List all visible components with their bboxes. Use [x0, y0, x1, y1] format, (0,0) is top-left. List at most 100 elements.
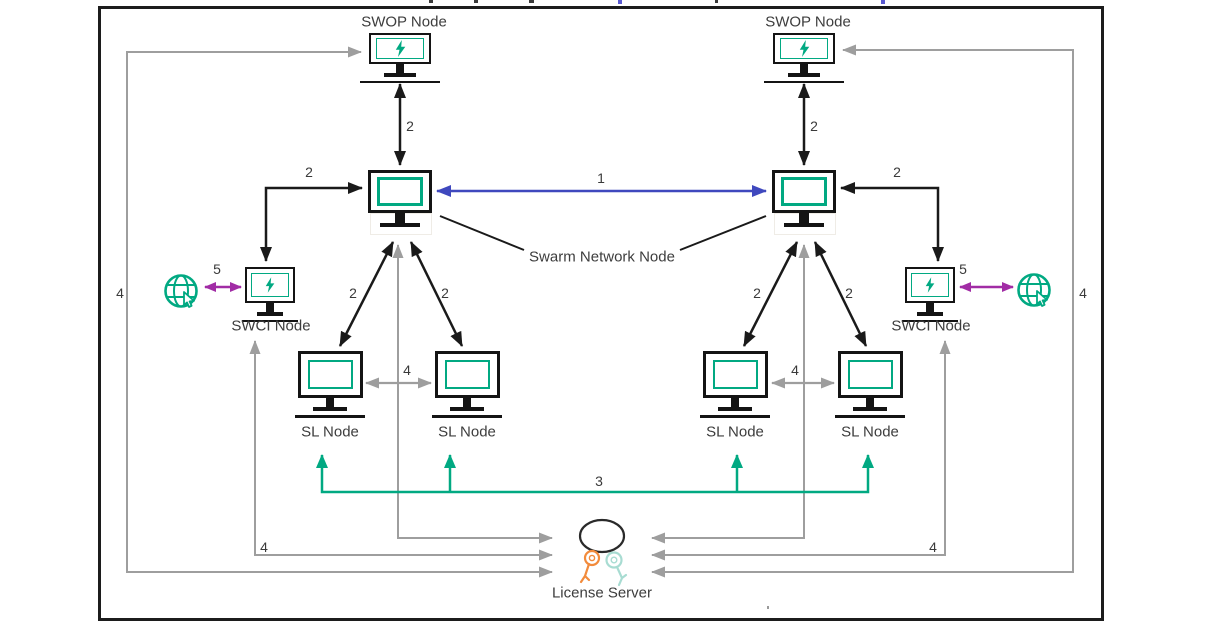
- cropped-text-fragment: [429, 0, 433, 3]
- swarm-sl2-link: [409, 241, 464, 347]
- monitor-screen: [369, 33, 431, 64]
- monitor-base: [718, 407, 752, 411]
- sl-node-2: [432, 351, 502, 418]
- swarm-label-pointer-left: [439, 215, 525, 251]
- key-ring: [578, 518, 626, 554]
- edge-label-2: 2: [406, 118, 414, 134]
- edge-label-1: 1: [597, 170, 605, 186]
- sl-node-1-label: SL Node: [301, 423, 359, 441]
- monitor-stand: [395, 213, 405, 223]
- monitor-underline: [242, 319, 298, 322]
- swci-node-left-label: SWCI Node: [231, 317, 311, 335]
- swarm-network-node-left: [368, 170, 432, 227]
- sl-node-3-label: SL Node: [706, 423, 764, 441]
- edge-label-3: 3: [595, 473, 603, 489]
- monitor-panel: [847, 360, 893, 389]
- swci-node-right: [902, 267, 958, 322]
- monitor-panel: [444, 360, 490, 389]
- edge-label-2: 2: [753, 285, 761, 301]
- edge-label-4: 4: [116, 285, 124, 301]
- edge-label-4: 4: [791, 362, 799, 378]
- sl-node-4: [835, 351, 905, 418]
- edge-label-2: 2: [441, 285, 449, 301]
- lightning-icon: [799, 40, 809, 57]
- monitor-base: [313, 407, 347, 411]
- swop-node-right: [764, 33, 844, 83]
- monitor-screen: [297, 351, 363, 398]
- license-swop-right-link: [651, 44, 1074, 578]
- monitor-screen: [773, 33, 835, 64]
- monitor-stand: [463, 398, 471, 407]
- monitor-stand: [799, 213, 809, 223]
- license-swarm-right-link: [651, 244, 810, 544]
- edge-label-4: 4: [403, 362, 411, 378]
- monitor-underline: [700, 414, 770, 418]
- pale-teal-key: [605, 551, 628, 587]
- license-server-label: License Server: [551, 584, 653, 602]
- cropped-text-fragment: [618, 0, 622, 4]
- swarm-sl3-link: [742, 241, 799, 347]
- license-swci-left-link: [249, 340, 553, 561]
- sl-node-4-label: SL Node: [841, 423, 899, 441]
- monitor-screen: [772, 170, 836, 213]
- monitor-screen: [837, 351, 903, 398]
- license-swci-right-link: [651, 340, 951, 561]
- sl-node-1: [295, 351, 365, 418]
- swci-node-left: [242, 267, 298, 322]
- swci-swarm-right-link: [840, 182, 944, 262]
- edge-label-5: 5: [213, 261, 221, 277]
- swarm-sl4-link: [813, 241, 868, 347]
- edge-label-2: 2: [305, 164, 313, 180]
- cropped-text-fragment: [529, 0, 534, 3]
- internet-globe-right: [1017, 273, 1051, 307]
- monitor-stand: [731, 398, 739, 407]
- cropped-text-fragment: [881, 0, 885, 4]
- swop-node-right-label: SWOP Node: [765, 13, 851, 31]
- monitor-stand: [326, 398, 334, 407]
- monitor-panel: [376, 38, 424, 59]
- license-swarm-left-link: [392, 244, 553, 544]
- monitor-base: [384, 73, 416, 77]
- monitor-base: [784, 223, 824, 227]
- monitor-screen: [368, 170, 432, 213]
- monitor-screen: [702, 351, 768, 398]
- monitor-base: [853, 407, 887, 411]
- sl-node-3: [700, 351, 770, 418]
- monitor-stand: [800, 64, 808, 73]
- monitor-stand: [266, 303, 274, 312]
- swop-node-left-label: SWOP Node: [361, 13, 447, 31]
- edge-label-5: 5: [959, 261, 967, 277]
- monitor-base: [380, 223, 420, 227]
- internet-globe-left: [164, 274, 198, 308]
- monitor-panel: [251, 273, 289, 297]
- monitor-underline: [835, 414, 905, 418]
- monitor-panel: [781, 177, 827, 206]
- monitor-base: [450, 407, 484, 411]
- monitor-base: [917, 312, 943, 316]
- monitor-screen: [905, 267, 955, 303]
- orange-key: [579, 549, 601, 584]
- monitor-underline: [295, 414, 365, 418]
- monitor-underline: [902, 319, 958, 322]
- edge-label-4: 4: [260, 539, 268, 555]
- sl-node-2-label: SL Node: [438, 423, 496, 441]
- cursor-icon: [1036, 290, 1048, 307]
- cursor-icon: [183, 291, 195, 308]
- swarm-sl1-link: [338, 241, 395, 347]
- edge-label-2: 2: [810, 118, 818, 134]
- swarm-network-node-right: [772, 170, 836, 227]
- license-server-icon: [578, 518, 628, 587]
- swci-swarm-left-link: [260, 182, 363, 262]
- edge-label-2: 2: [349, 285, 357, 301]
- monitor-screen: [434, 351, 500, 398]
- swop-node-left: [360, 33, 440, 83]
- edge-label-4: 4: [1079, 285, 1087, 301]
- cropped-text-fragment: [715, 0, 718, 3]
- monitor-panel: [712, 360, 758, 389]
- monitor-panel: [377, 177, 423, 206]
- globe-meridian: [173, 274, 189, 308]
- edge-label-4: 4: [929, 539, 937, 555]
- monitor-stand: [866, 398, 874, 407]
